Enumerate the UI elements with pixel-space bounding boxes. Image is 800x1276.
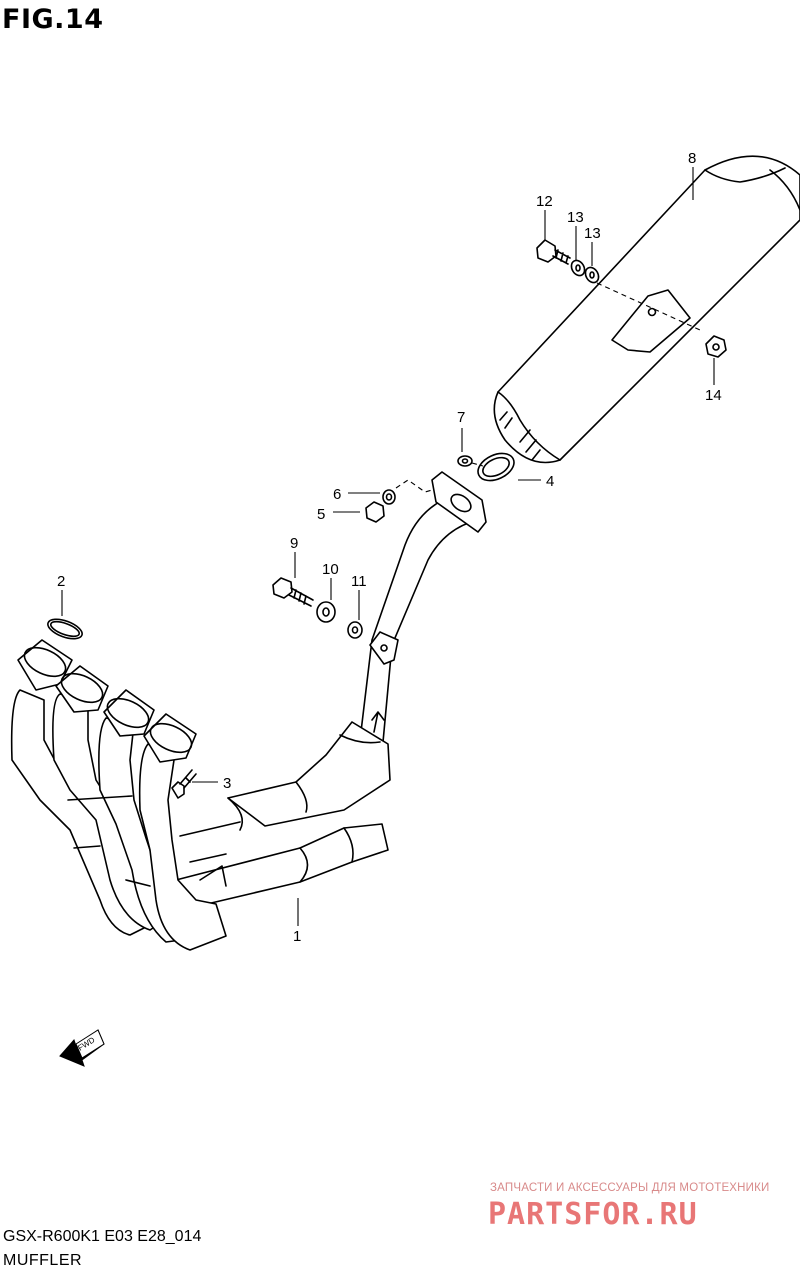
part-number-13b: 13 xyxy=(584,225,601,242)
figure-title: FIG.14 xyxy=(2,4,104,35)
gasket-4 xyxy=(477,452,515,482)
part-number-13a: 13 xyxy=(567,209,584,226)
part-number-3: 3 xyxy=(223,775,231,792)
part-number-14: 14 xyxy=(705,387,722,404)
part-number-2: 2 xyxy=(57,573,65,590)
part-number-7: 7 xyxy=(457,409,465,426)
muffler-silencer xyxy=(493,155,800,464)
part-number-11: 11 xyxy=(351,573,367,590)
washer-13a xyxy=(570,259,586,277)
part-number-6: 6 xyxy=(333,486,341,503)
part-number-12: 12 xyxy=(536,193,553,210)
nut-14 xyxy=(705,335,727,358)
watermark-brand: PARTSFOR.RU xyxy=(488,1197,698,1232)
part-number-10: 10 xyxy=(322,561,339,578)
washer-11 xyxy=(347,621,363,639)
part-number-9: 9 xyxy=(290,535,298,552)
part-number-5: 5 xyxy=(317,506,325,523)
washer-7 xyxy=(457,455,473,467)
leader-lines xyxy=(61,167,715,926)
exhaust-pipe-assembly xyxy=(10,471,487,951)
bolt-9 xyxy=(272,577,314,607)
washer-13b xyxy=(584,266,600,284)
nut-6 xyxy=(382,489,396,505)
stud-3 xyxy=(171,769,197,799)
part-number-1: 1 xyxy=(293,928,301,945)
model-code: GSX-R600K1 E03 E28_014 xyxy=(3,1228,202,1245)
gasket-2 xyxy=(47,618,83,640)
watermark-tagline: ЗАПЧАСТИ И АКСЕССУАРЫ ДЛЯ МОТОТЕХНИКИ xyxy=(490,1182,770,1194)
stud-5 xyxy=(365,501,385,523)
spacer-10 xyxy=(316,601,336,623)
section-name: MUFFLER xyxy=(3,1252,83,1269)
bolt-12 xyxy=(536,239,571,265)
fwd-arrow-icon: FWD xyxy=(59,1029,105,1067)
part-number-4: 4 xyxy=(546,473,554,490)
part-number-8: 8 xyxy=(688,150,696,167)
